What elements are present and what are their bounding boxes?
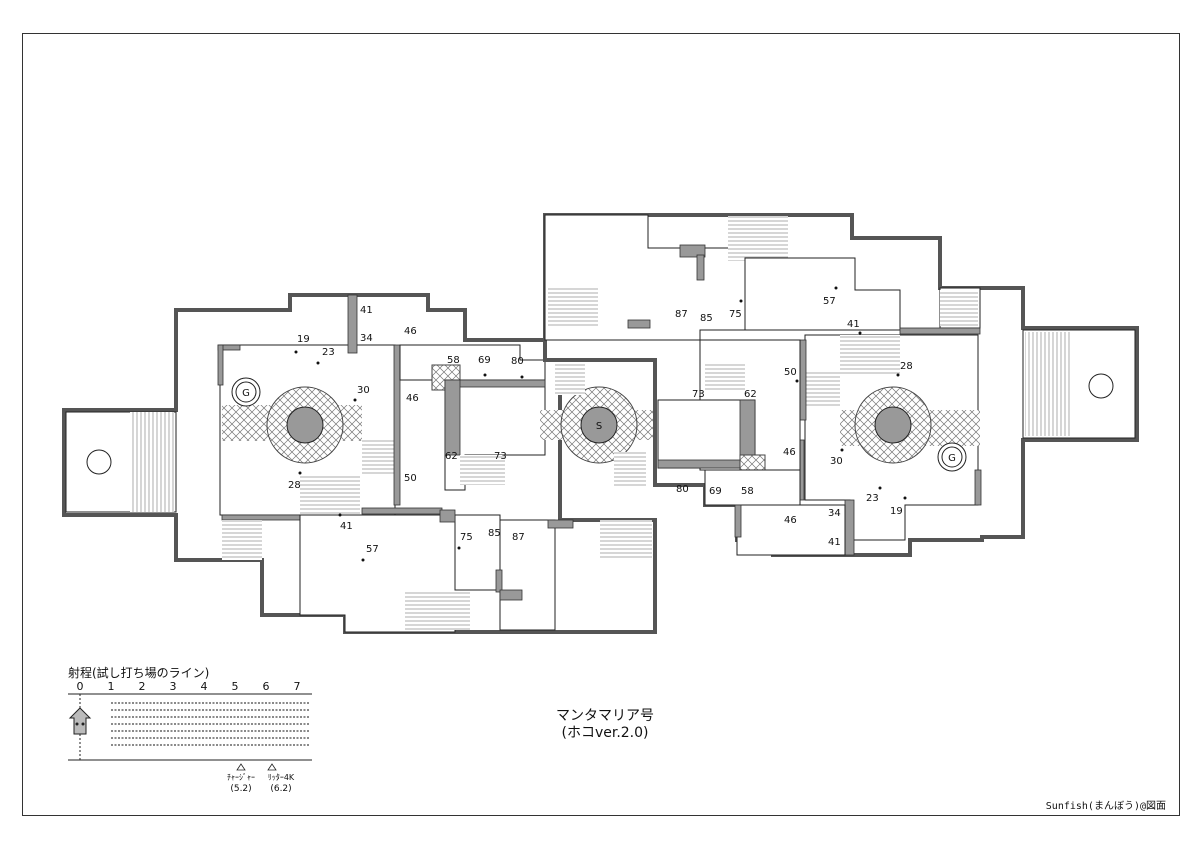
- right-label: 57: [823, 296, 836, 307]
- left-label: 87: [512, 532, 525, 543]
- center-stairs-bottom: [614, 452, 646, 487]
- left-goal-pedestal: [286, 406, 324, 444]
- range-tick: 5: [232, 680, 239, 693]
- weapon-range: (5.2): [230, 784, 251, 794]
- left-label: 46: [406, 393, 419, 404]
- range-tick: 7: [294, 680, 301, 693]
- right-label: 80: [676, 484, 689, 495]
- left-label: 28: [288, 480, 301, 491]
- left-wall-41b: [361, 507, 443, 515]
- right-spawn-ramp: [1025, 332, 1070, 436]
- right-base: G: [543, 213, 1139, 557]
- left-label: 69: [478, 355, 491, 366]
- left-stairs-73: [460, 455, 505, 485]
- left-stairs-80: [600, 520, 652, 560]
- right-label: 46: [783, 447, 796, 458]
- right-label: 41: [847, 319, 860, 330]
- right-goal-marker: G: [948, 453, 956, 464]
- left-labels: 19 23 41 34 46 58 69 80 30 46 50 28 41 6…: [288, 305, 525, 562]
- right-label: 75: [729, 309, 742, 320]
- right-label: 34: [828, 508, 841, 519]
- center-area: S: [540, 360, 660, 487]
- left-label: 75: [460, 532, 473, 543]
- right-stairs-28: [840, 335, 900, 375]
- weapon-name: ﾁｬｰｼﾞｬｰ: [227, 773, 255, 782]
- right-label: 85: [700, 313, 713, 324]
- map-subtitle: (ホコver.2.0): [561, 725, 649, 741]
- left-stairs-57: [405, 590, 470, 630]
- range-tick: 0: [77, 680, 84, 693]
- left-wall-41: [347, 294, 358, 354]
- range-tick: 3: [170, 680, 177, 693]
- right-stairs-top-left: [548, 288, 598, 328]
- right-goal-pedestal: [874, 406, 912, 444]
- right-spawn-circle: [1088, 373, 1114, 399]
- map-frame: [22, 33, 1180, 816]
- right-room-57: [744, 257, 901, 331]
- range-tick: 6: [263, 680, 270, 693]
- left-spawn-ramp: [130, 412, 174, 512]
- left-stairs-50: [362, 440, 398, 475]
- right-room-69: [704, 469, 801, 506]
- right-stairs-50: [805, 372, 840, 407]
- right-label: 19: [890, 506, 903, 517]
- left-label: 80: [511, 356, 524, 367]
- right-label: 23: [866, 493, 879, 504]
- left-label: 23: [322, 347, 335, 358]
- liter-marker-icon: [267, 763, 277, 771]
- range-tick: 4: [201, 680, 208, 693]
- left-label: 41: [340, 521, 353, 532]
- credit: Sunfish(まんぼう)@図面: [1045, 801, 1166, 812]
- weapon-range: (6.2): [270, 784, 291, 794]
- right-label: 69: [709, 486, 722, 497]
- right-label: 62: [744, 389, 757, 400]
- left-wall-bottom: [221, 514, 303, 521]
- center-stairs-top: [555, 360, 585, 395]
- left-stairs-28: [300, 475, 360, 515]
- left-label: 34: [360, 333, 373, 344]
- left-label: 46: [404, 326, 417, 337]
- left-label: 58: [447, 355, 460, 366]
- left-label: 62: [445, 451, 458, 462]
- left-wall-46: [393, 344, 401, 506]
- right-label: 41: [828, 537, 841, 548]
- map-title: マンタマリア号: [556, 708, 654, 724]
- left-label: 50: [404, 473, 417, 484]
- right-label: 28: [900, 361, 913, 372]
- left-label: 30: [357, 385, 370, 396]
- right-label: 46: [784, 515, 797, 526]
- charger-marker-icon: [236, 763, 246, 771]
- right-label: 73: [692, 389, 705, 400]
- left-label: 57: [366, 544, 379, 555]
- center-pedestal: [580, 406, 618, 444]
- left-goal-marker: G: [242, 388, 250, 399]
- left-label: 41: [360, 305, 373, 316]
- right-stairs-top: [728, 216, 788, 261]
- map-title-block: マンタマリア号 (ホコver.2.0): [520, 708, 690, 742]
- right-labels: 87 85 75 57 41 28 50 73 62 46 30 80 69 5…: [675, 286, 913, 548]
- right-label: 30: [830, 456, 843, 467]
- left-label: 85: [488, 528, 501, 539]
- right-label: 50: [784, 367, 797, 378]
- left-wall-side: [217, 344, 224, 386]
- right-label: 58: [741, 486, 754, 497]
- left-room-75: [454, 514, 501, 591]
- left-stairs-41: [222, 520, 262, 560]
- weapon-name: ﾘｯﾀｰ4K: [268, 773, 295, 782]
- squid-icon: [68, 707, 92, 735]
- range-tick: 1: [108, 680, 115, 693]
- range-tick: 2: [139, 680, 146, 693]
- spawn-marker: S: [596, 421, 602, 432]
- right-stairs-73: [705, 362, 745, 392]
- left-label: 19: [297, 334, 310, 345]
- range-legend-title: 射程(試し打ち場のライン): [68, 666, 210, 680]
- range-legend: 0 1 2 3 4 5 6 7 ﾁｬｰｼﾞｬｰ (5.2) ﾘｯﾀｰ4K (6.…: [68, 680, 312, 794]
- left-base: G: [62, 293, 657, 634]
- left-room-85: [499, 519, 556, 631]
- left-label: 73: [494, 451, 507, 462]
- left-spawn-circle: [86, 449, 112, 475]
- right-wall-41: [844, 499, 855, 556]
- right-label: 87: [675, 309, 688, 320]
